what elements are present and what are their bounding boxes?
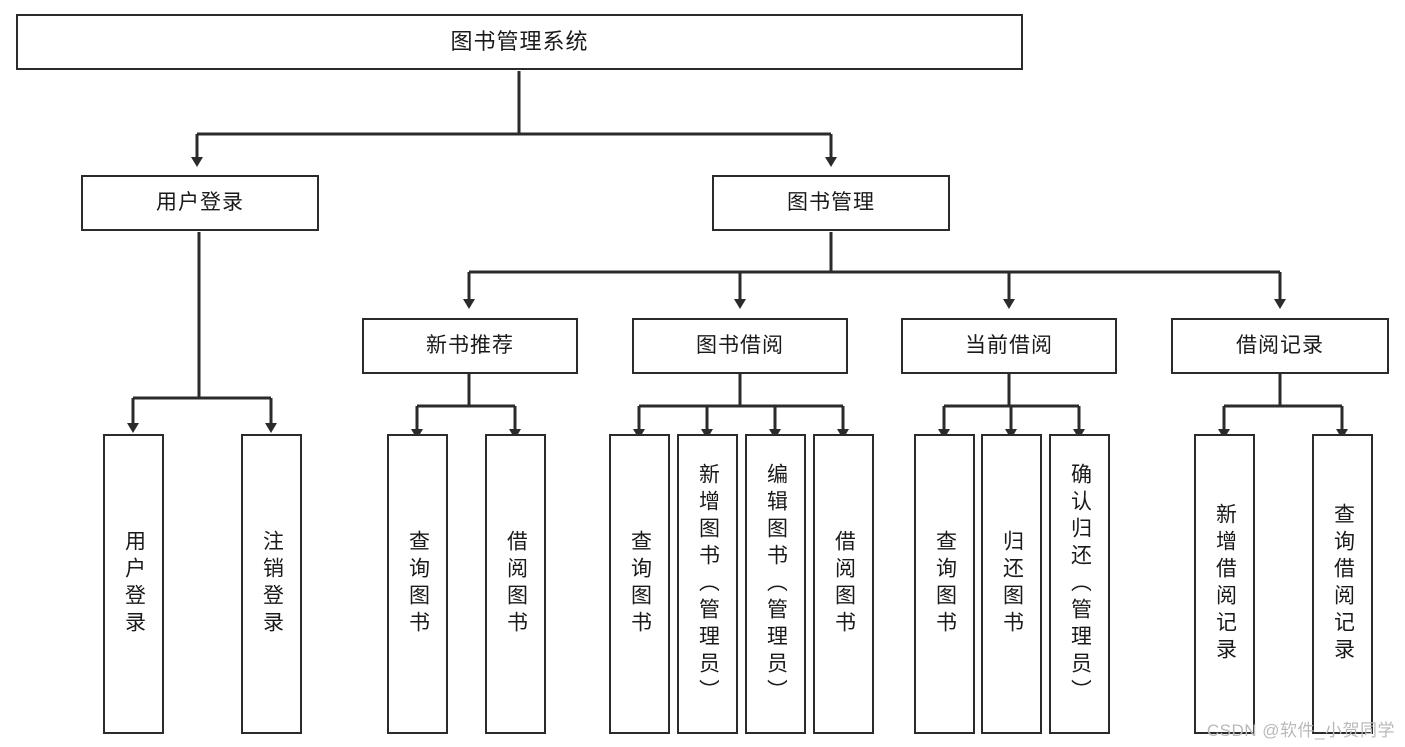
leaf-add-book-admin[interactable]: 新增图书（管理员） bbox=[677, 434, 738, 734]
node-label: 归还图书 bbox=[1000, 530, 1023, 638]
node-label: 注销登录 bbox=[260, 530, 283, 638]
node-label: 查询借阅记录 bbox=[1331, 503, 1354, 665]
node-label: 编辑图书（管理员） bbox=[764, 462, 787, 706]
node-user-login[interactable]: 用户登录 bbox=[81, 175, 319, 231]
leaf-logout[interactable]: 注销登录 bbox=[241, 434, 302, 734]
node-label: 查询图书 bbox=[406, 530, 429, 638]
node-book-management[interactable]: 图书管理 bbox=[712, 175, 950, 231]
leaf-borrow-books[interactable]: 借阅图书 bbox=[813, 434, 874, 734]
leaf-confirm-return-admin[interactable]: 确认归还（管理员） bbox=[1049, 434, 1110, 734]
leaf-return-books[interactable]: 归还图书 bbox=[981, 434, 1042, 734]
node-label: 用户登录 bbox=[122, 530, 145, 638]
node-book-borrowing[interactable]: 图书借阅 bbox=[632, 318, 848, 374]
node-label: 借阅图书 bbox=[504, 530, 527, 638]
node-label: 图书借阅 bbox=[696, 333, 784, 357]
node-label: 查询图书 bbox=[628, 530, 651, 638]
node-label: 图书管理系统 bbox=[450, 29, 589, 55]
node-book-management-system[interactable]: 图书管理系统 bbox=[16, 14, 1023, 70]
node-label: 当前借阅 bbox=[965, 333, 1053, 357]
csdn-watermark: CSDN @软件_小贺同学 bbox=[1206, 721, 1395, 740]
node-label: 确认归还（管理员） bbox=[1068, 462, 1091, 706]
leaf-borrow-books-recommend[interactable]: 借阅图书 bbox=[485, 434, 546, 734]
leaf-query-books-borrow[interactable]: 查询图书 bbox=[609, 434, 670, 734]
leaf-query-books-current[interactable]: 查询图书 bbox=[914, 434, 975, 734]
leaf-query-borrow-record[interactable]: 查询借阅记录 bbox=[1312, 434, 1373, 734]
node-label: 借阅记录 bbox=[1236, 333, 1324, 357]
node-label: 新书推荐 bbox=[426, 333, 514, 357]
node-borrowing-records[interactable]: 借阅记录 bbox=[1171, 318, 1389, 374]
node-label: 图书管理 bbox=[787, 190, 875, 214]
node-label: 新增借阅记录 bbox=[1213, 503, 1236, 665]
leaf-add-borrow-record[interactable]: 新增借阅记录 bbox=[1194, 434, 1255, 734]
node-new-book-recommendation[interactable]: 新书推荐 bbox=[362, 318, 578, 374]
node-current-borrowing[interactable]: 当前借阅 bbox=[901, 318, 1117, 374]
node-label: 用户登录 bbox=[156, 190, 244, 214]
node-label: 借阅图书 bbox=[832, 530, 855, 638]
node-label: 新增图书（管理员） bbox=[696, 462, 719, 706]
leaf-query-books-recommend[interactable]: 查询图书 bbox=[387, 434, 448, 734]
node-label: 查询图书 bbox=[933, 530, 956, 638]
leaf-edit-book-admin[interactable]: 编辑图书（管理员） bbox=[745, 434, 806, 734]
leaf-user-login[interactable]: 用户登录 bbox=[103, 434, 164, 734]
